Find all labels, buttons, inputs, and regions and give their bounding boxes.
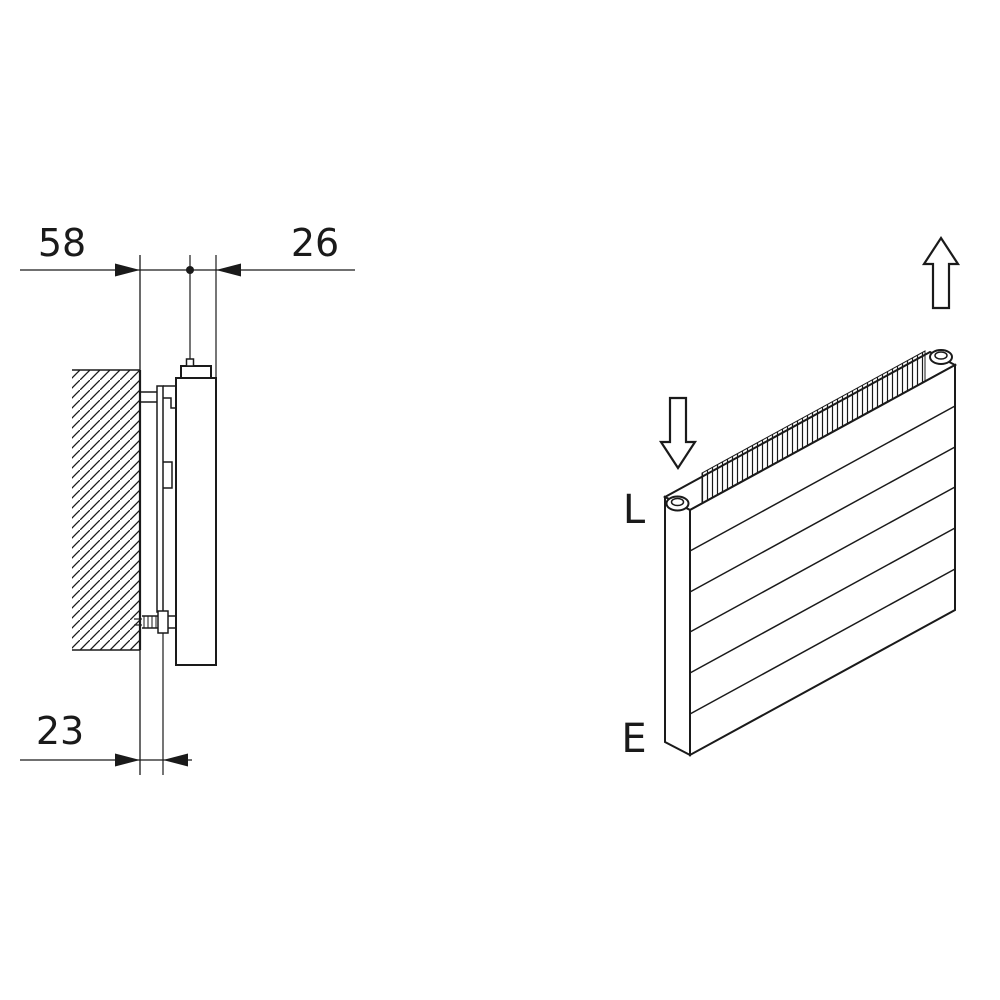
- dim-label-23: 23: [36, 709, 84, 753]
- dimension-line-top: 58 26: [20, 221, 355, 378]
- panel-grooves: [689, 405, 956, 715]
- dim-label-58: 58: [38, 221, 86, 265]
- label-l: L: [623, 487, 646, 533]
- mounting-bracket: [134, 385, 176, 634]
- block-arrow-up-icon: [921, 235, 961, 310]
- dimension-arrow-left-icon: [216, 263, 241, 277]
- dimension-dot: [186, 266, 194, 274]
- connection-boss-left: [665, 495, 690, 512]
- radiator-panel-side: [175, 358, 217, 666]
- dimension-arrow-left-icon: [163, 753, 188, 767]
- radiator-end-face: [664, 495, 691, 757]
- side-view-diagram: 58 26 23: [20, 221, 355, 775]
- dimension-arrow-right-icon: [115, 263, 140, 277]
- label-e: E: [621, 716, 646, 762]
- isometric-diagram: L E: [621, 235, 961, 762]
- dim-label-26: 26: [291, 221, 339, 265]
- bracket-clip: [163, 461, 173, 489]
- panel-top-cap: [180, 365, 212, 379]
- wall-screw: [134, 610, 176, 634]
- block-arrow-down-icon: [658, 396, 698, 471]
- connection-boss-right: [929, 349, 953, 365]
- dimension-line-bottom: 23: [20, 633, 192, 775]
- air-vent-plug: [185, 358, 195, 367]
- dimension-arrow-right-icon: [115, 753, 140, 767]
- radiator-body: [662, 349, 958, 757]
- wall-hatching: [72, 369, 142, 651]
